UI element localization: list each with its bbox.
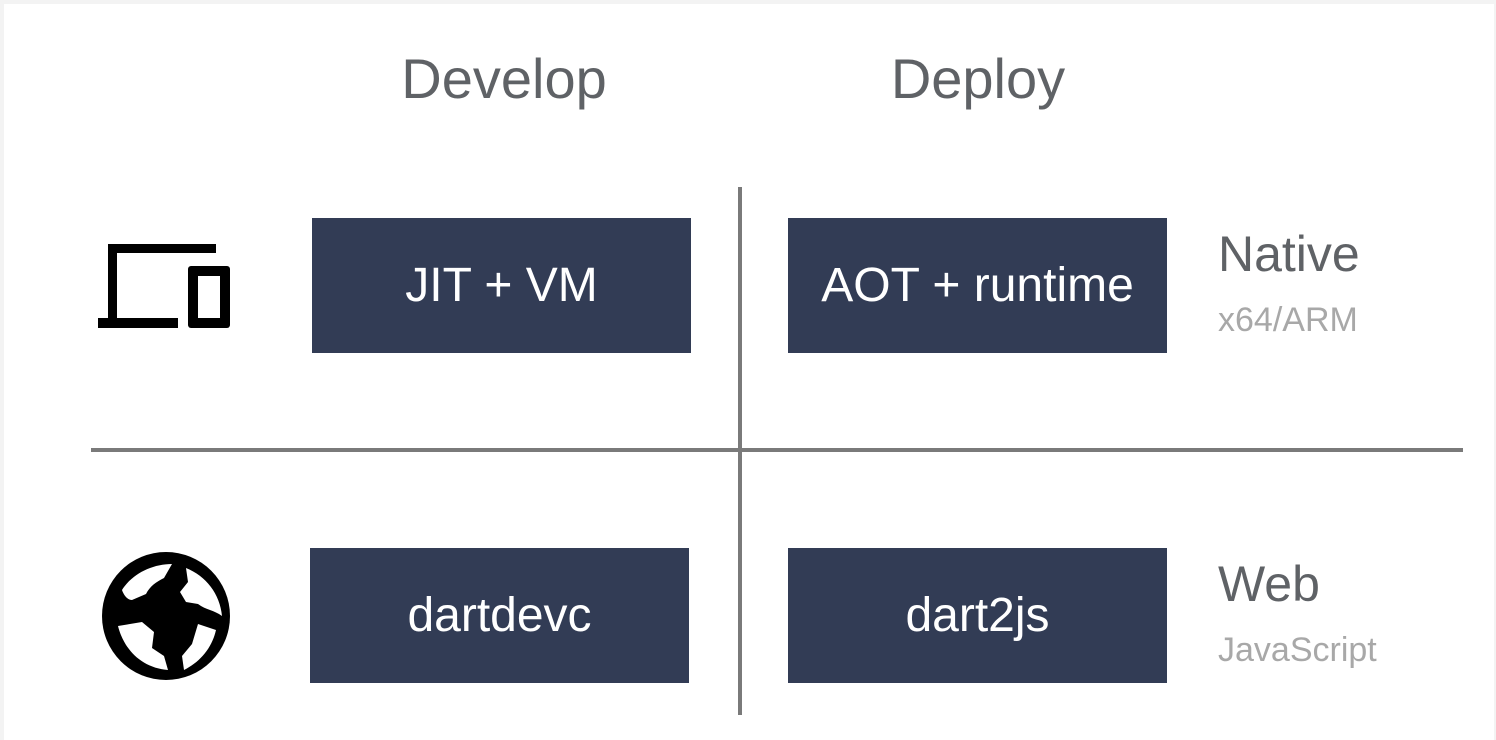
- native-target-title: Native: [1218, 226, 1360, 282]
- dartdevc-box: dartdevc: [310, 548, 689, 683]
- web-target-title: Web: [1218, 556, 1320, 612]
- globe-icon: [102, 552, 230, 680]
- horizontal-divider: [91, 448, 1463, 452]
- deploy-column-header: Deploy: [890, 47, 1066, 110]
- web-target-subtitle: JavaScript: [1218, 631, 1377, 669]
- jit-vm-box: JIT + VM: [312, 218, 691, 353]
- native-target-subtitle: x64/ARM: [1218, 301, 1358, 339]
- develop-column-header: Develop: [401, 47, 607, 110]
- dart2js-box: dart2js: [788, 548, 1167, 683]
- diagram-slide: Develop Deploy JIT + VM AOT + runtime Na…: [4, 4, 1494, 740]
- aot-runtime-box: AOT + runtime: [788, 218, 1167, 353]
- devices-icon: [98, 240, 234, 332]
